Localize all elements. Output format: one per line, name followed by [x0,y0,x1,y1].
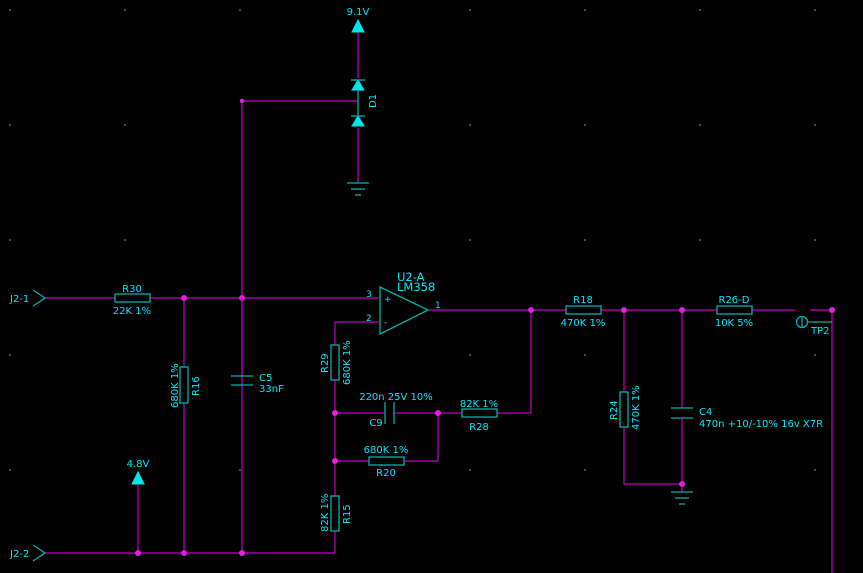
opamp-minus-sign: - [384,318,387,328]
opamp-pin-1: 1 [435,301,441,311]
r30-ref: R30 [122,284,142,295]
r29-value: 680K 1% [342,340,353,385]
junctions [135,98,835,556]
power-4v8-label: 4.8V [127,459,150,470]
r28-ref: R28 [469,422,489,433]
r24-value: 470K 1% [631,385,642,430]
r26-value: 10K 5% [715,318,753,329]
opamp-pin-3: 3 [366,290,372,300]
c5-value: 33nF [259,384,284,395]
r18-value: 470K 1% [561,318,606,329]
port-j2-2: J2-2 [9,544,47,562]
opamp-pin-2: 2 [366,314,372,324]
r15-value: 82K 1% [320,494,331,532]
opamp-ref: U2-A [397,270,425,284]
r20-value: 680K 1% [364,445,409,456]
power-4v8: 4.8V [127,459,150,485]
c9-value: 220n 25V 10% [359,392,433,403]
testpoint-tp2: TP2 [795,315,832,337]
ground-icon [347,182,369,196]
grid-dots [9,9,816,471]
r16-ref: R16 [191,376,202,396]
port-j2-2-label: J2-2 [9,549,29,560]
capacitor-c9: 220n 25V 10% C9 [359,392,433,429]
resistor-r28: 82K 1% R28 [460,399,498,433]
c5-ref: C5 [259,373,272,384]
r28-value: 82K 1% [460,399,498,410]
r30-value: 22K 1% [113,306,151,317]
r29-ref: R29 [320,353,331,373]
resistor-r15: 82K 1% R15 [320,494,353,532]
power-9v1-label: 9.1V [347,7,370,18]
resistor-r29: R29 680K 1% [320,340,353,385]
resistor-r26d: R26-D 10K 5% [715,295,753,329]
port-j2-1-label: J2-1 [9,294,29,305]
r18-ref: R18 [573,295,593,306]
r20-ref: R20 [376,468,396,479]
d1-ref: D1 [368,94,379,108]
tp2-label: TP2 [810,326,830,337]
power-9v1: 9.1V [347,7,370,33]
r16-value: 680K 1% [170,363,181,408]
capacitor-c5: C5 33nF [231,298,284,395]
ground-icon [671,491,693,505]
r15-ref: R15 [342,504,353,524]
c9-ref: C9 [369,418,382,429]
resistor-r24: R24 470K 1% [609,385,642,430]
opamp-plus-sign: + [384,295,392,305]
resistor-r18: R18 470K 1% [561,295,606,329]
opamp-value: LM358 [397,280,435,294]
c4-ref: C4 [699,407,712,418]
diode-d1: D1 [351,79,379,127]
capacitor-c4: C4 470n +10/-10% 16v X7R [671,407,823,430]
r26-ref: R26-D [719,295,750,306]
resistor-r16: 680K 1% R16 [170,363,202,408]
r24-ref: R24 [609,400,620,420]
c4-value: 470n +10/-10% 16v X7R [699,419,823,430]
resistor-r20: 680K 1% R20 [364,445,409,479]
resistor-r30: R30 22K 1% [113,284,151,317]
port-j2-1: J2-1 [9,289,47,307]
opamp-u2a: U2-A LM358 + - 3 2 1 [366,270,441,336]
